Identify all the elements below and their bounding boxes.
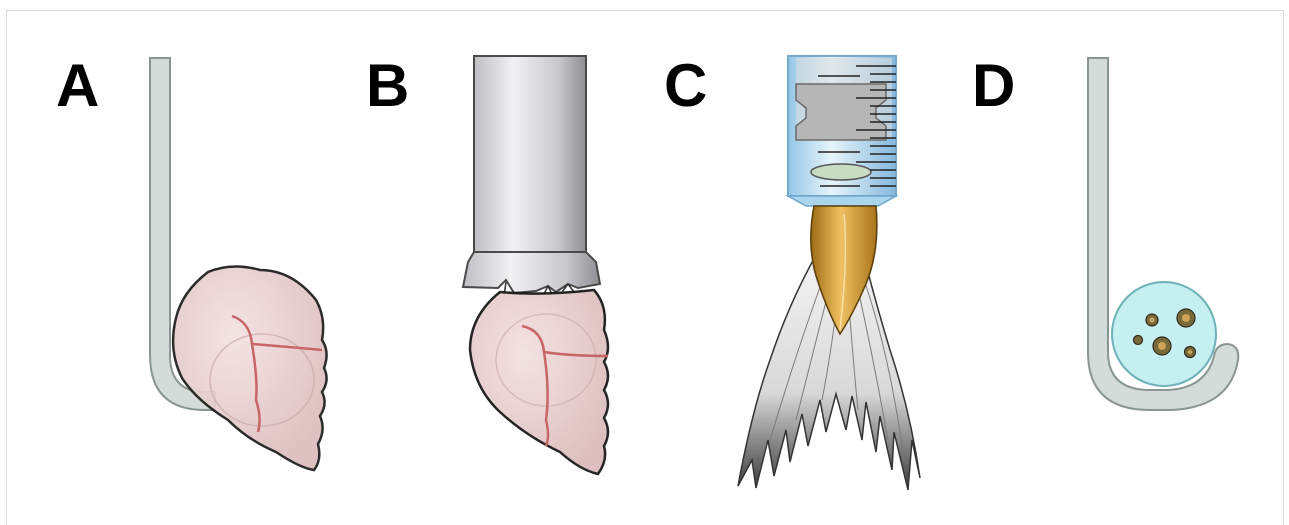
panel-b: B [366, 52, 608, 474]
panel-label-c: C [664, 52, 707, 119]
syringe-icon [788, 56, 896, 206]
panel-label-a: A [56, 52, 99, 119]
panel-label-d: D [972, 52, 1015, 119]
organoid-a [173, 266, 326, 470]
tube-icon [463, 56, 600, 296]
panel-d: D [972, 52, 1238, 410]
organoid-b [470, 290, 608, 474]
droplet [1112, 282, 1216, 386]
panel-a: A [56, 52, 327, 470]
panel-c: C [664, 52, 920, 490]
panel-label-b: B [366, 52, 409, 119]
brush-icon [738, 206, 920, 490]
